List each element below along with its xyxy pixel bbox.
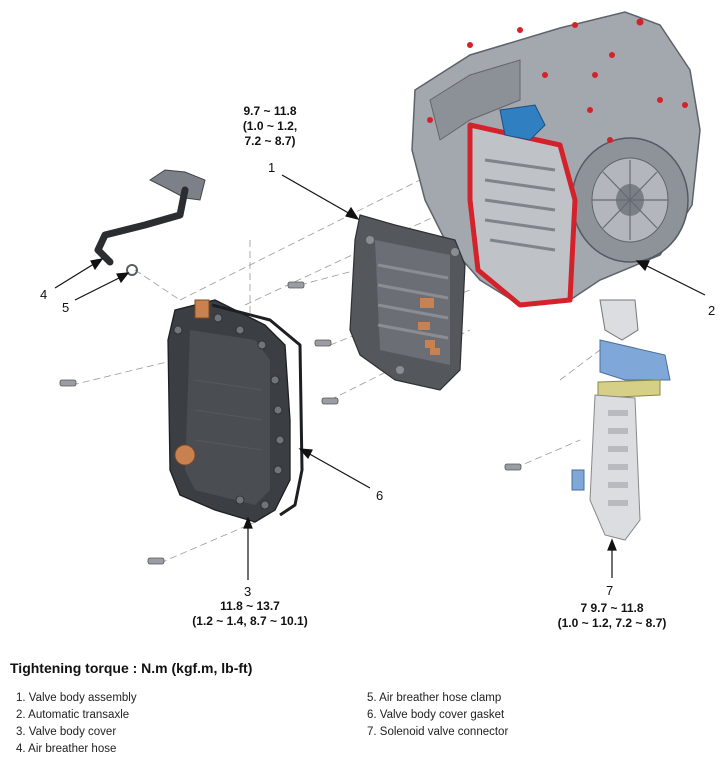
callout-4: 4 bbox=[40, 287, 47, 302]
torque-1-line1: 9.7 ~ 11.8 bbox=[243, 104, 297, 118]
legend-item: 6. Valve body cover gasket bbox=[367, 709, 505, 721]
torque-7-line1: 7 9.7 ~ 11.8 bbox=[580, 601, 644, 615]
callout-2: 2 bbox=[708, 303, 715, 318]
valve-body-cover bbox=[167, 299, 291, 523]
legend-item: 3. Valve body cover bbox=[16, 726, 117, 738]
torque-3-line1: 11.8 ~ 13.7 bbox=[220, 599, 280, 613]
legend-item: 2. Automatic transaxle bbox=[16, 709, 130, 721]
exploded-diagram: 1 2 3 4 5 6 7 bbox=[40, 11, 715, 599]
callout-7: 7 bbox=[606, 583, 613, 598]
legend-item: 5. Air breather hose clamp bbox=[367, 692, 502, 704]
valve-body-assembly bbox=[349, 214, 466, 391]
torque-label-1: 9.7 ~ 11.8 (1.0 ~ 1.2, 7.2 ~ 8.7) bbox=[225, 104, 315, 149]
air-breather-hose bbox=[94, 169, 206, 266]
automatic-transaxle bbox=[411, 11, 701, 308]
bolts bbox=[59, 281, 522, 565]
legend-title: Tightening torque : N.m (kgf.m, lb-ft) bbox=[10, 660, 253, 676]
torque-1-line2: (1.0 ~ 1.2, bbox=[242, 119, 298, 133]
leader-lines bbox=[54, 174, 706, 580]
legend-item: 4. Air breather hose bbox=[16, 743, 117, 755]
callout-6: 6 bbox=[376, 488, 383, 503]
torque-7-line2: (1.0 ~ 1.2, 7.2 ~ 8.7) bbox=[557, 616, 667, 630]
air-breather-hose-clamp bbox=[126, 264, 138, 276]
torque-3-line2: (1.2 ~ 1.4, 8.7 ~ 10.1) bbox=[192, 614, 308, 628]
valve-body-cover-gasket bbox=[211, 303, 304, 517]
legend-list-left: 1. Valve body assembly 2. Automatic tran… bbox=[16, 690, 137, 758]
legend-item: 1. Valve body assembly bbox=[16, 692, 137, 704]
torque-1-line3: 7.2 ~ 8.7) bbox=[244, 134, 296, 148]
legend-item: 7. Solenoid valve connector bbox=[367, 726, 509, 738]
legend-list-right: 5. Air breather hose clamp 6. Valve body… bbox=[367, 690, 508, 741]
solenoid-valve-connector bbox=[571, 299, 671, 541]
callout-1: 1 bbox=[268, 160, 275, 175]
callout-3: 3 bbox=[244, 584, 251, 599]
torque-label-3: 11.8 ~ 13.7 (1.2 ~ 1.4, 8.7 ~ 10.1) bbox=[165, 599, 335, 629]
torque-label-7: 7 9.7 ~ 11.8 (1.0 ~ 1.2, 7.2 ~ 8.7) bbox=[532, 601, 692, 631]
callout-5: 5 bbox=[62, 300, 69, 315]
